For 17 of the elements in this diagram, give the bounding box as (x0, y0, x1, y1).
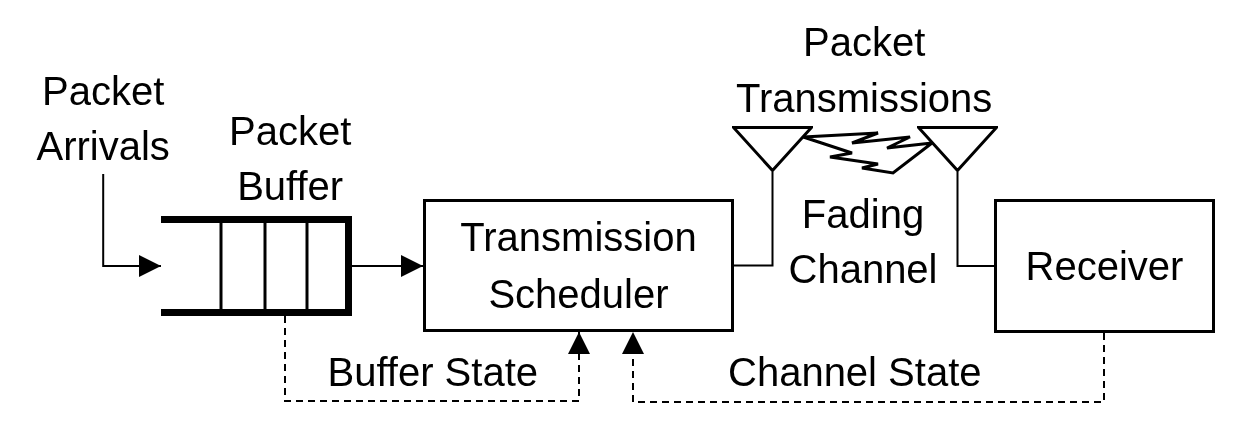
connector-line (733, 171, 774, 267)
text-label: Packet Transmissions (736, 19, 993, 122)
node-text: Packet Arrivals (36, 64, 170, 174)
antenna-symbol (732, 126, 813, 172)
dashed-arrow (284, 315, 590, 402)
connector-line (956, 171, 995, 267)
arrow (102, 173, 162, 277)
dashed-arrow (622, 331, 1105, 403)
node-heading: Packet Buffer (229, 108, 352, 210)
arrow (351, 255, 424, 277)
process-box (994, 199, 1215, 333)
lightning-link (801, 131, 934, 175)
box-label: Transmission Scheduler (460, 213, 697, 318)
box-label: Receiver (1025, 242, 1184, 290)
text-label: Fading Channel (788, 191, 938, 293)
antenna-symbol (917, 126, 998, 172)
process-box (423, 199, 734, 332)
